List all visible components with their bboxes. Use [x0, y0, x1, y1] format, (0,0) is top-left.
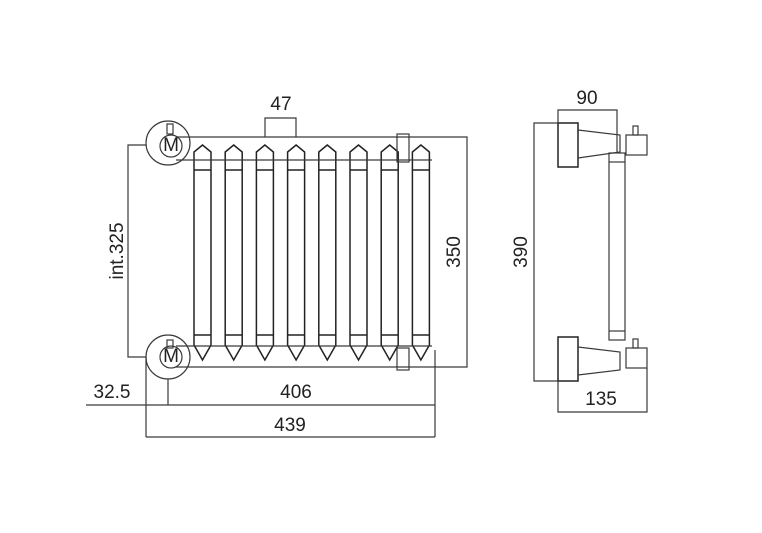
- radiator-column: [411, 144, 431, 362]
- dim-pitch-label: 47: [270, 94, 291, 115]
- dim-height-label: 350: [444, 236, 465, 268]
- valve-knob-top: [632, 125, 639, 136]
- dim-line-side-height: [533, 122, 558, 382]
- dim-side-height-label: 390: [511, 236, 532, 268]
- side-valve-top: [625, 134, 648, 156]
- bracket-mark: M: [163, 135, 179, 156]
- radiator-column: [380, 144, 399, 362]
- radiator-columns: [193, 144, 431, 362]
- radiator-column: [286, 144, 306, 362]
- valve-knob-bottom: [632, 338, 639, 349]
- side-view: 90 390 135: [511, 88, 648, 413]
- radiator-column: [224, 144, 243, 362]
- dim-depth-label: 135: [585, 389, 617, 410]
- wall-bracket-top: M: [145, 120, 191, 166]
- bracket-mark: M: [163, 346, 179, 367]
- radiator-column: [255, 144, 275, 362]
- wall-plate-bottom: [557, 336, 579, 382]
- radiator-column: [318, 144, 337, 362]
- arm-bottom: [577, 346, 621, 376]
- valve-top: [396, 133, 410, 163]
- dim-line-depth: [557, 368, 648, 413]
- dim-width-label: 439: [274, 415, 306, 436]
- radiator-column: [193, 144, 212, 362]
- dim-centers-label: 406: [280, 382, 312, 403]
- front-view: M M 47 int.325 350 406 32.5 439: [86, 94, 468, 438]
- dim-interaxis-label: int.325: [107, 222, 128, 279]
- dim-offset-label: 32.5: [94, 382, 131, 403]
- dim-line-height: [432, 136, 468, 368]
- dim-projection-label: 90: [576, 88, 597, 109]
- dim-line-projection: [557, 109, 618, 153]
- side-valve-bottom: [625, 347, 648, 369]
- radiator-column: [349, 144, 368, 362]
- wall-plate-top: [557, 122, 579, 168]
- wall-bracket-bottom: M: [145, 334, 191, 380]
- dim-line-pitch: [264, 117, 297, 137]
- arm-top: [577, 129, 621, 159]
- side-tube: [608, 152, 626, 341]
- dim-line-interaxis: [127, 144, 146, 358]
- valve-bottom: [396, 347, 410, 371]
